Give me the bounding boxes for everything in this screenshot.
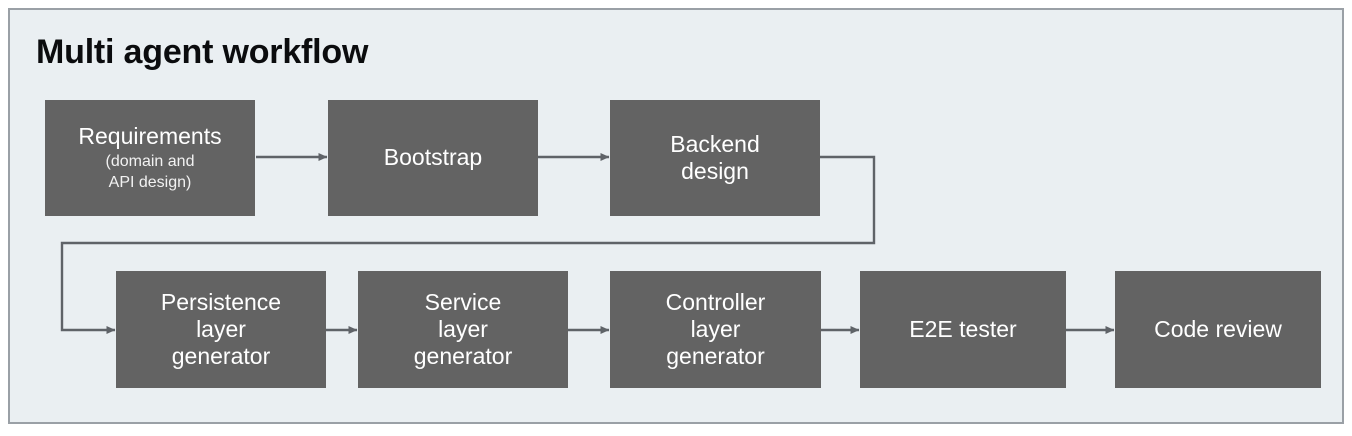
node-service-label-line2: layer	[438, 315, 488, 342]
node-controller-label-line3: generator	[666, 343, 765, 370]
node-backend-design-label-line1: Backend	[670, 130, 760, 157]
node-persistence-label-line2: layer	[196, 315, 246, 342]
node-service-layer-generator[interactable]: Service layer generator	[358, 271, 568, 388]
node-code-review[interactable]: Code review	[1115, 271, 1321, 388]
node-persistence-label-line3: generator	[171, 343, 271, 370]
node-requirements-sublabel-line1: (domain and	[105, 152, 195, 170]
node-persistence-label-line1: Persistence	[160, 288, 282, 315]
node-controller-label-line2: layer	[690, 315, 741, 342]
node-controller-layer-generator[interactable]: Controller layer generator	[610, 271, 821, 388]
node-controller-label-line1: Controller	[665, 288, 766, 315]
node-requirements-label: Requirements	[78, 123, 222, 150]
node-persistence-layer-generator[interactable]: Persistence layer generator	[116, 271, 326, 388]
page-title: Multi agent workflow	[36, 33, 369, 71]
node-e2e-tester-label: E2E tester	[909, 315, 1017, 342]
node-backend-design-label-line2: design	[681, 158, 749, 184]
node-service-label-line3: generator	[413, 343, 513, 370]
node-requirements[interactable]: Requirements (domain and API design)	[45, 100, 255, 216]
node-bootstrap[interactable]: Bootstrap	[328, 100, 538, 216]
node-bootstrap-label: Bootstrap	[383, 144, 483, 171]
node-service-label-line1: Service	[424, 288, 502, 315]
node-backend-design[interactable]: Backend design	[610, 100, 820, 216]
node-requirements-sublabel-line2: API design)	[108, 173, 192, 191]
node-code-review-label: Code review	[1154, 315, 1282, 342]
node-e2e-tester[interactable]: E2E tester	[860, 271, 1066, 388]
